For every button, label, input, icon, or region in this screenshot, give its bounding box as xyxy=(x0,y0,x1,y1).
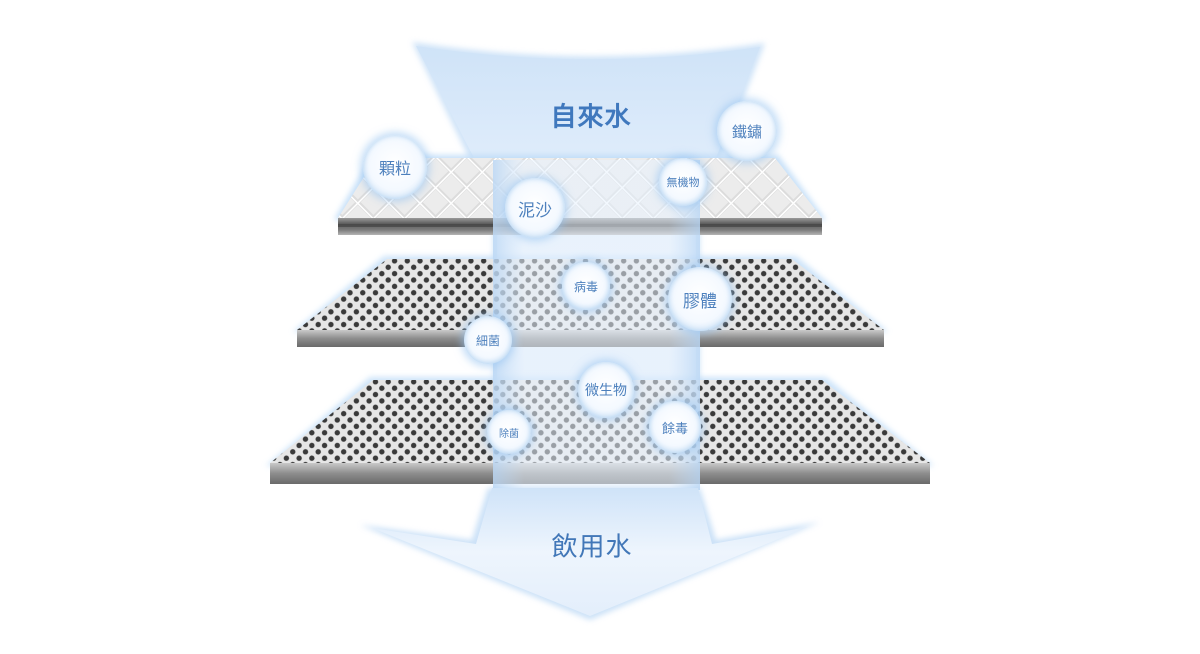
bubble-label: 除菌 xyxy=(499,428,519,440)
bubble-label: 泥沙 xyxy=(518,200,552,221)
bubble-rust: 鐵鏽 xyxy=(717,101,777,161)
bubble-microorganisms: 微生物 xyxy=(578,362,634,418)
bubble-particles: 顆粒 xyxy=(363,135,427,199)
bubble-label: 細菌 xyxy=(475,333,500,348)
bubble-label: 膠體 xyxy=(683,291,717,312)
bubble-label: 餘毒 xyxy=(661,421,688,437)
bubble-sediment: 泥沙 xyxy=(505,178,565,238)
bubble-label: 微生物 xyxy=(585,383,627,399)
bubble-colloids: 膠體 xyxy=(668,267,732,331)
drinking-water-arrow xyxy=(360,488,820,620)
bubble-sterilize: 除菌 xyxy=(487,410,531,454)
bubble-inorganics: 無機物 xyxy=(659,158,707,206)
bubble-label: 顆粒 xyxy=(378,159,411,178)
bubble-label: 鐵鏽 xyxy=(731,122,762,141)
bubble-virus: 病毒 xyxy=(562,262,610,310)
bubble-label: 病毒 xyxy=(573,279,598,294)
bubble-residual-toxins: 餘毒 xyxy=(649,401,701,453)
bubble-label: 無機物 xyxy=(666,176,700,189)
bubble-bacteria: 細菌 xyxy=(464,316,512,364)
